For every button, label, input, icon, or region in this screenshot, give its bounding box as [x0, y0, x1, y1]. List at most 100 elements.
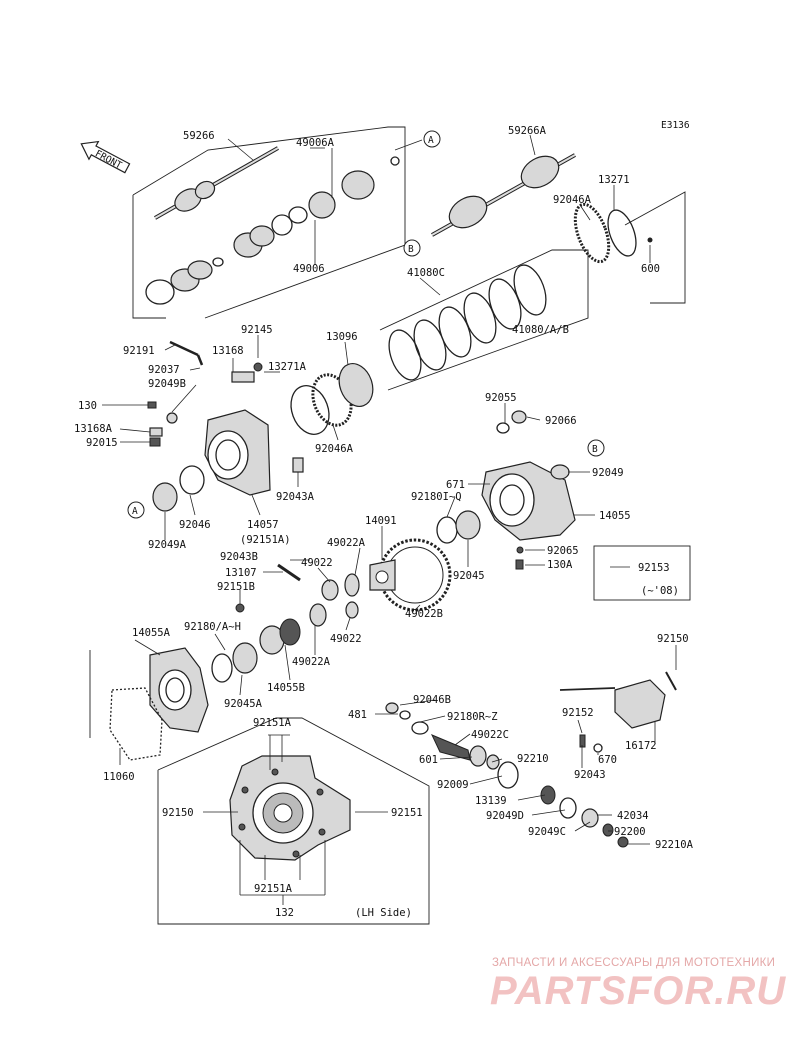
label-49022-bottom: 49022	[330, 633, 362, 645]
front-label: FRONT	[93, 148, 124, 171]
right-driveshaft-group-box	[624, 191, 686, 304]
label-14091: 14091	[365, 515, 397, 527]
label-601: 601	[419, 754, 438, 766]
svg-text:A: A	[428, 135, 434, 146]
svg-text:A: A	[132, 506, 138, 517]
label-92049d: 92049D	[486, 810, 524, 822]
label-92066: 92066	[545, 415, 577, 427]
front-gear-case-14057	[204, 409, 271, 496]
label-upto-08: (~'08)	[641, 585, 679, 597]
label-92180i-q: 92180I~Q	[411, 491, 462, 503]
label-14057: 14057	[247, 519, 279, 531]
label-92043b: 92043B	[220, 551, 258, 563]
label-92015: 92015	[86, 437, 118, 449]
label-481: 481	[348, 709, 367, 721]
label-41080-a-b: 41080/A/B	[512, 324, 569, 336]
front-arrow-icon: FRONT	[80, 140, 131, 174]
watermark: ЗАПЧАСТИ И АКСЕССУАРЫ ДЛЯ МОТОТЕХНИКИ PA…	[490, 957, 786, 1013]
label-92151a-lower: 92151A	[254, 883, 293, 895]
label-49006a: 49006A	[296, 137, 335, 149]
label-92150-side: 92150	[162, 807, 194, 819]
label-92210a: 92210A	[655, 839, 694, 851]
label-92043a: 92043A	[276, 491, 315, 503]
left-boot-cv-joint	[145, 156, 400, 305]
label-11060: 11060	[103, 771, 135, 783]
ring-gear-49022b	[369, 538, 452, 612]
label-92065: 92065	[547, 545, 579, 557]
part-labels: 59266 49006A 49006 59266A 13271 92046A 6…	[74, 125, 694, 919]
front-case-seals	[147, 340, 374, 512]
leader-lines	[102, 134, 677, 905]
label-16172: 16172	[625, 740, 657, 752]
label-13107: 13107	[225, 567, 257, 579]
label-92180-a-h: 92180/A~H	[184, 621, 241, 633]
label-13271a: 13271A	[268, 361, 307, 373]
label-92049: 92049	[592, 467, 624, 479]
label-92046a-top: 92046A	[553, 194, 592, 206]
label-92191: 92191	[123, 345, 155, 357]
callout-b-left: B	[403, 239, 421, 257]
svg-text:B: B	[408, 244, 414, 255]
label-14055a: 14055A	[132, 627, 171, 639]
right-seal-rings	[573, 202, 653, 264]
label-92055: 92055	[485, 392, 517, 404]
label-130a: 130A	[547, 559, 573, 571]
right-drive-shaft	[431, 153, 576, 237]
pinion-gear-assembly	[385, 702, 629, 848]
label-92046: 92046	[179, 519, 211, 531]
label-92045: 92045	[453, 570, 485, 582]
label-13271: 13271	[598, 174, 630, 186]
label-49022-top: 49022	[301, 557, 333, 569]
callout-a-left: A	[127, 501, 145, 519]
clutch-plate-stack	[388, 264, 547, 381]
watermark-logo: PARTSFOR.RU	[490, 969, 786, 1013]
actuator-16172	[559, 671, 677, 753]
side-bearings	[211, 618, 301, 683]
label-14055b: 14055B	[267, 682, 305, 694]
label-lh-side: (LH Side)	[355, 907, 412, 919]
label-671: 671	[446, 479, 465, 491]
note-box-92153	[593, 545, 691, 601]
callout-a-top: A	[423, 130, 441, 148]
label-13096: 13096	[326, 331, 358, 343]
label-130: 130	[78, 400, 97, 412]
differential-gears	[235, 563, 360, 627]
label-49022b: 49022B	[405, 608, 443, 620]
label-14055: 14055	[599, 510, 631, 522]
label-92045a: 92045A	[224, 698, 263, 710]
label-92210: 92210	[517, 753, 549, 765]
label-670: 670	[598, 754, 617, 766]
label-42034: 42034	[617, 810, 649, 822]
label-92049c: 92049C	[528, 826, 566, 838]
label-92009: 92009	[437, 779, 469, 791]
label-92046b: 92046B	[413, 694, 451, 706]
label-92049b: 92049B	[148, 378, 186, 390]
lh-side-view-housing	[229, 755, 351, 861]
label-92152: 92152	[562, 707, 594, 719]
label-92046a-mid: 92046A	[315, 443, 354, 455]
label-92037: 92037	[148, 364, 180, 376]
label-92200: 92200	[614, 826, 646, 838]
left-drive-shaft	[154, 146, 279, 220]
label-92180r-z: 92180R~Z	[447, 711, 498, 723]
label-92151-side: 92151	[391, 807, 423, 819]
label-49022a-top: 49022A	[327, 537, 366, 549]
svg-text:B: B	[592, 444, 598, 455]
side-cover-14055a	[109, 647, 209, 761]
label-13139: 13139	[475, 795, 507, 807]
label-41080c: 41080C	[407, 267, 445, 279]
label-600: 600	[641, 263, 660, 275]
label-59266a: 59266A	[508, 125, 547, 137]
label-92151a-paren: (92151A)	[240, 534, 291, 546]
label-59266: 59266	[183, 130, 215, 142]
label-13168a: 13168A	[74, 423, 113, 435]
label-92043: 92043	[574, 769, 606, 781]
watermark-tagline: ЗАПЧАСТИ И АКСЕССУАРЫ ДЛЯ МОТОТЕХНИКИ	[492, 957, 775, 969]
label-92150-top: 92150	[657, 633, 689, 645]
callout-b-right: B	[587, 439, 605, 457]
label-49006: 49006	[293, 263, 325, 275]
left-driveshaft-group-box	[132, 126, 406, 319]
label-92153: 92153	[638, 562, 670, 574]
label-49022a-bottom: 49022A	[292, 656, 331, 668]
